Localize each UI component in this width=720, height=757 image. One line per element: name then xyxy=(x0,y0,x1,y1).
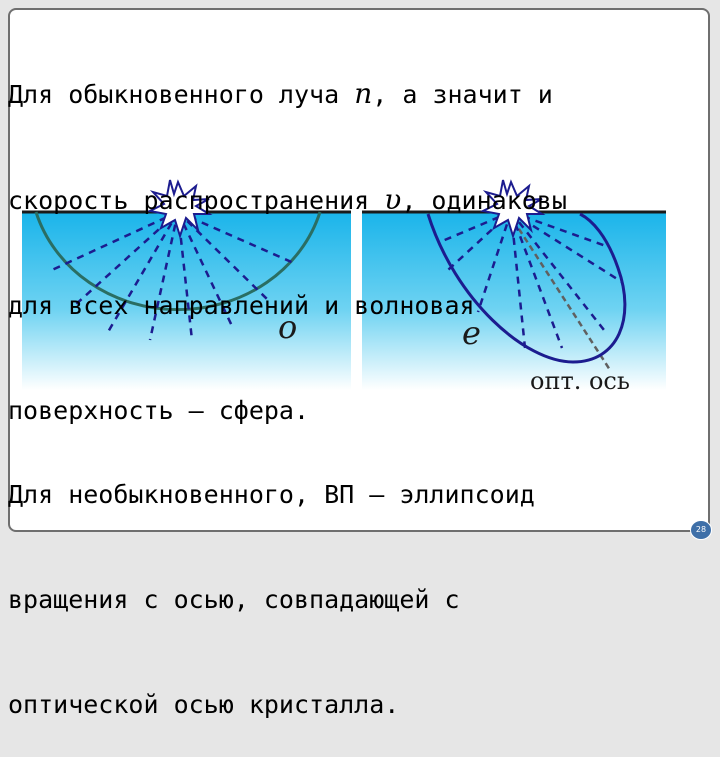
bottom-line-2: вращения с осью, совпадающей с xyxy=(8,585,460,614)
top-line-4: поверхность – сфера. xyxy=(8,396,310,425)
ordinary-ray xyxy=(106,211,180,333)
top-line-2: скорость распространения υ, одинаковы xyxy=(8,182,567,218)
ordinary-ray xyxy=(176,211,234,327)
wave-surface-diagram: o e опт. ось xyxy=(22,179,666,395)
ordinary-ray xyxy=(177,210,297,266)
extraordinary-ray xyxy=(509,211,527,349)
extraordinary-ray xyxy=(510,210,623,284)
top-line-1-text-a: Для обыкновенного луча xyxy=(8,80,355,109)
bottom-line-1: Для необыкновенного, ВП – эллипсоид xyxy=(8,480,535,509)
label-e: e xyxy=(462,314,481,352)
extraordinary-ray xyxy=(509,211,564,349)
top-line-2-text-b: , одинаковы xyxy=(401,186,567,215)
ordinary-rays xyxy=(51,210,297,341)
ordinary-ray xyxy=(148,211,180,341)
ordinary-ray xyxy=(176,211,194,341)
extraordinary-ray xyxy=(476,211,513,313)
label-optical-axis: опт. ось xyxy=(530,367,630,395)
ordinary-ray xyxy=(73,211,179,307)
page-number-badge: 28 xyxy=(690,520,712,540)
bottom-line-3: оптической осью кристалла. xyxy=(8,690,400,719)
extraordinary-ray-description: Для необыкновенного, ВП – эллипсоид вращ… xyxy=(8,407,535,757)
top-line-1-text-b: , а значит и xyxy=(372,80,553,109)
ordinary-ray-description: Для обыкновенного луча n, а значит и ско… xyxy=(8,6,567,463)
symbol-v: υ xyxy=(384,183,402,216)
extraordinary-ellipse-wavefront xyxy=(426,212,627,364)
label-o: o xyxy=(278,308,297,346)
left-crystal-panel xyxy=(22,212,351,390)
optical-axis-line xyxy=(506,211,612,371)
symbol-n: n xyxy=(354,77,373,110)
left-light-source-icon xyxy=(146,179,213,240)
top-line-3: для всех направлений и волновая xyxy=(8,291,475,320)
top-line-2-text-a: скорость распространения xyxy=(8,186,385,215)
ordinary-ray xyxy=(177,211,269,301)
right-light-source-icon xyxy=(479,179,546,240)
ordinary-sphere-wavefront xyxy=(34,211,322,312)
ordinary-ray xyxy=(51,210,179,272)
top-line-1: Для обыкновенного луча n, а значит и xyxy=(8,76,567,112)
